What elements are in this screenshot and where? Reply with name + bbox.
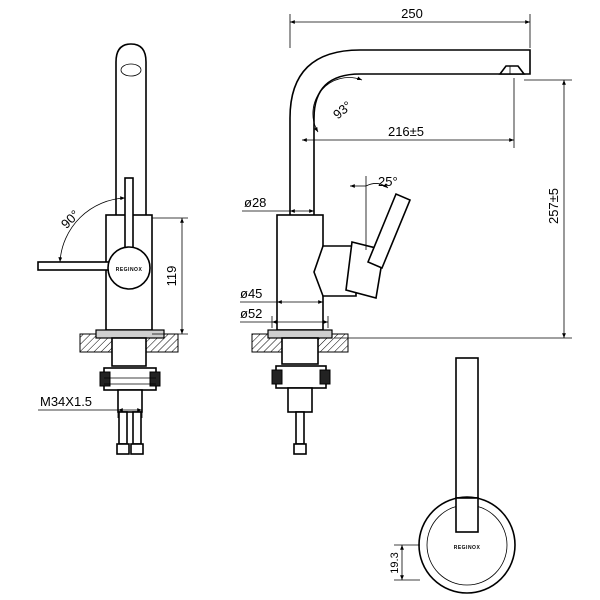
front-nut-bolt-left — [99, 371, 111, 387]
detail-plate-dimension-label: 19.3 — [389, 552, 401, 573]
side-spout-diameter-label: ø28 — [244, 195, 266, 210]
front-hose-left-end — [116, 443, 130, 455]
side-thread — [287, 387, 313, 413]
side-spout-angle-arc — [312, 76, 363, 133]
front-height-label: 119 — [164, 266, 179, 287]
side-mounting-nut — [275, 365, 327, 389]
side-aerator — [498, 65, 526, 75]
side-hose — [295, 411, 305, 445]
handle-detail-view: REGINOX 19.3 — [389, 357, 516, 594]
front-hose-right — [132, 411, 142, 445]
front-view: REGINOX 90° 119 M34X1.5 — [37, 43, 188, 455]
front-hose-right-end — [130, 443, 144, 455]
front-thread — [117, 389, 143, 413]
side-view: 25° 250 93° 216±5 257±5 ø28 — [240, 6, 572, 455]
detail-brand-mark: REGINOX — [454, 545, 481, 551]
detail-lever-base — [455, 497, 479, 533]
side-reach-label: 216±5 — [388, 124, 424, 139]
side-shank — [281, 337, 319, 365]
front-thread-label: M34X1.5 — [40, 394, 92, 409]
front-rotation-arc — [58, 196, 126, 263]
front-spout-outlet — [120, 63, 142, 77]
side-base-diameter-label: ø52 — [240, 306, 262, 321]
front-mounting-nut — [103, 367, 157, 391]
side-body-diameter-label: ø45 — [240, 286, 262, 301]
side-hose-end — [293, 443, 307, 455]
front-brand-mark: REGINOX — [116, 267, 143, 273]
detail-lever — [455, 357, 479, 499]
side-nut-bolt-right — [319, 369, 331, 385]
side-base-ring — [267, 329, 333, 339]
side-lever — [366, 192, 412, 270]
front-shank — [111, 337, 147, 367]
front-nut-bolt-right — [149, 371, 161, 387]
front-hose-left — [118, 411, 128, 445]
side-tilt-label: 25° — [378, 174, 398, 189]
side-spout-angle-label: 93° — [330, 98, 355, 122]
front-rotation-label: 90° — [58, 207, 83, 232]
side-height-label: 257±5 — [546, 188, 561, 224]
side-length-label: 250 — [401, 6, 423, 21]
side-tilt-arc — [365, 183, 389, 189]
side-lever-housing — [313, 245, 357, 297]
front-spout — [115, 43, 147, 215]
side-nut-bolt-left — [271, 369, 283, 385]
